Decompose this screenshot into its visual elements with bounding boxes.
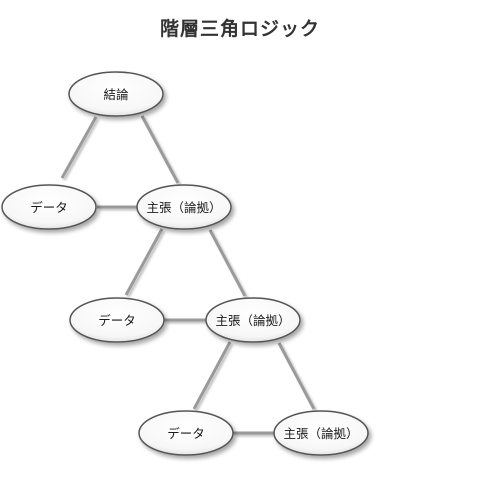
node-data-3: データ <box>138 410 234 456</box>
connector-conclusion-claim-1 <box>140 115 180 184</box>
connector-claim-2-claim-3 <box>277 342 316 410</box>
node-conclusion: 結論 <box>68 71 164 117</box>
node-label-data-1: データ <box>30 200 68 215</box>
connector-claim-2-data-3 <box>192 341 232 410</box>
node-claim-1: 主張（論拠） <box>136 184 232 230</box>
node-label-claim-1: 主張（論拠） <box>146 200 221 215</box>
connector-claim-1-data-2 <box>124 228 164 296</box>
node-label-conclusion: 結論 <box>103 87 129 102</box>
connector-conclusion-data-1 <box>60 116 98 179</box>
connector-claim-1-claim-2 <box>208 229 247 297</box>
node-label-claim-3: 主張（論拠） <box>283 426 358 441</box>
node-data-2: データ <box>69 297 165 343</box>
node-data-1: データ <box>1 184 97 230</box>
diagram-title: 階層三角ロジック <box>159 18 320 40</box>
connectors <box>60 115 316 435</box>
node-label-data-2: データ <box>98 313 136 328</box>
node-claim-2: 主張（論拠） <box>205 297 301 343</box>
node-label-claim-2: 主張（論拠） <box>215 313 290 328</box>
node-label-data-3: データ <box>167 426 205 441</box>
node-claim-3: 主張（論拠） <box>273 410 369 456</box>
